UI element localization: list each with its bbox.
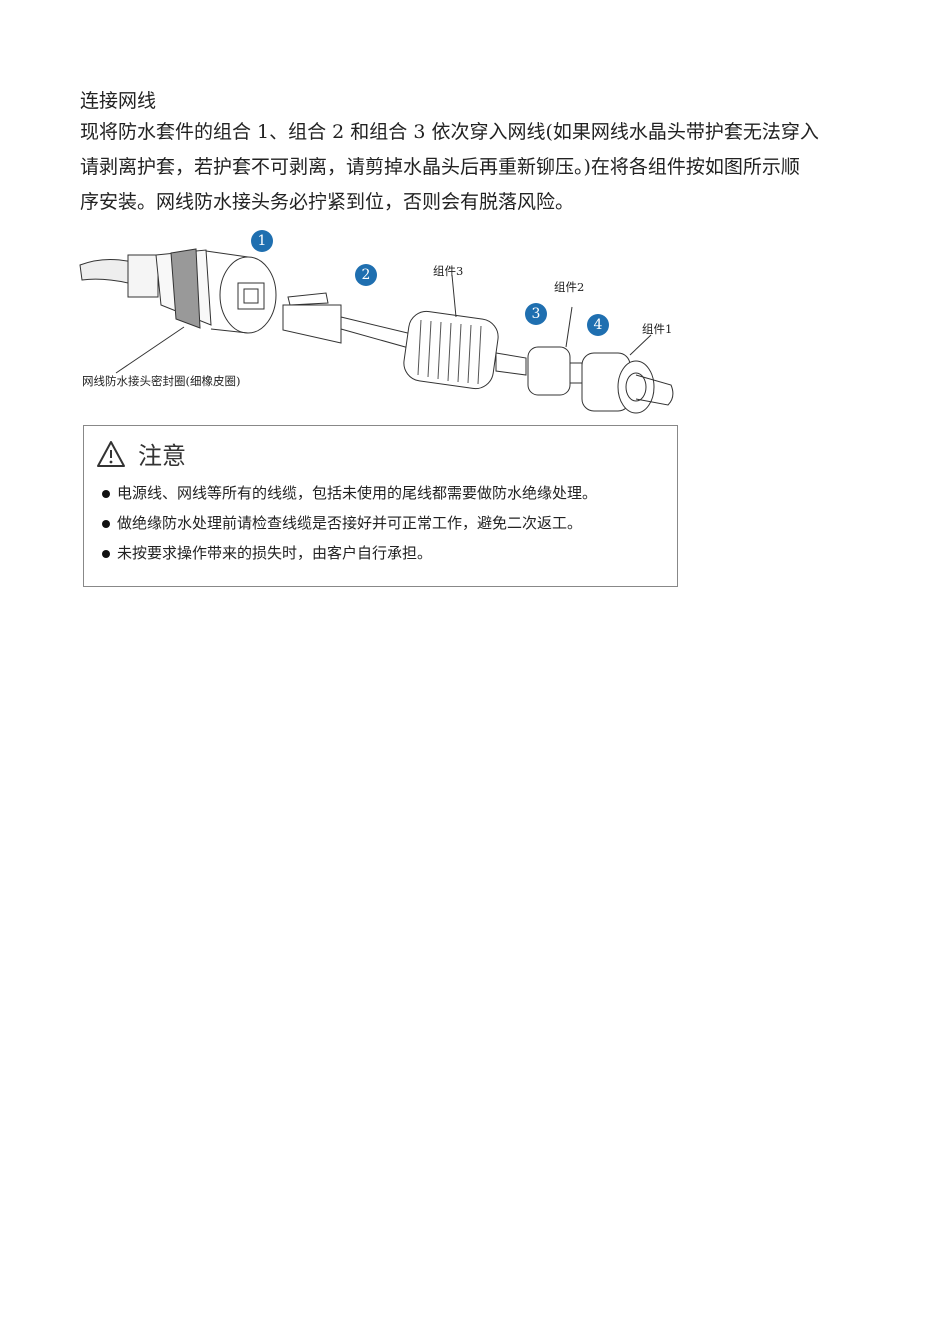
bullet-icon [102,549,110,558]
notice-item-text: 做绝缘防水处理前请检查线缆是否接好并可正常工作，避免二次返工。 [117,514,583,532]
label-component-2: 组件2 [554,280,585,294]
warning-triangle-icon [97,440,125,467]
bullet-icon [102,519,110,528]
notice-item-text: 未按要求操作带来的损失时，由客户自行承担。 [117,544,433,562]
notice-title: 注意 [138,442,186,470]
paragraph-line: 请剥离护套，若护套不可剥离，请剪掉水晶头后再重新铆压。)在将各组件按如图所示顺 [80,156,800,178]
bullet-icon [102,489,110,498]
connector-assembly-diagram: 1 2 3 4 组件3 组件2 组件1 网线防水接头密封圈(细橡皮圈) [76,225,686,420]
step-badge-3: 3 [525,303,547,325]
step-badge-1: 1 [251,230,273,252]
list-item: 做绝缘防水处理前请检查线缆是否接好并可正常工作，避免二次返工。 [102,512,597,542]
connector-illustration [79,248,674,414]
label-seal-ring: 网线防水接头密封圈(细橡皮圈) [82,374,241,388]
instruction-paragraph: 现将防水套件的组合 1、组合 2 和组合 3 依次穿入网线(如果网线水晶头带护套… [80,118,880,223]
step-badge-4: 4 [587,314,609,336]
list-item: 未按要求操作带来的损失时，由客户自行承担。 [102,542,597,572]
notice-list: 电源线、网线等所有的线缆，包括未使用的尾线都需要做防水绝缘处理。 做绝缘防水处理… [102,482,597,572]
paragraph-line: 序安装。网线防水接头务必拧紧到位，否则会有脱落风险。 [80,191,575,213]
step-badge-2: 2 [355,264,377,286]
notice-item-text: 电源线、网线等所有的线缆，包括未使用的尾线都需要做防水绝缘处理。 [117,484,598,502]
section-heading: 连接网线 [80,90,157,112]
list-item: 电源线、网线等所有的线缆，包括未使用的尾线都需要做防水绝缘处理。 [102,482,597,512]
paragraph-line: 现将防水套件的组合 1、组合 2 和组合 3 依次穿入网线(如果网线水晶头带护套… [80,121,819,143]
label-component-1: 组件1 [642,322,673,336]
notice-box: 注意 电源线、网线等所有的线缆，包括未使用的尾线都需要做防水绝缘处理。 做绝缘防… [83,425,678,587]
label-component-3: 组件3 [433,264,464,278]
